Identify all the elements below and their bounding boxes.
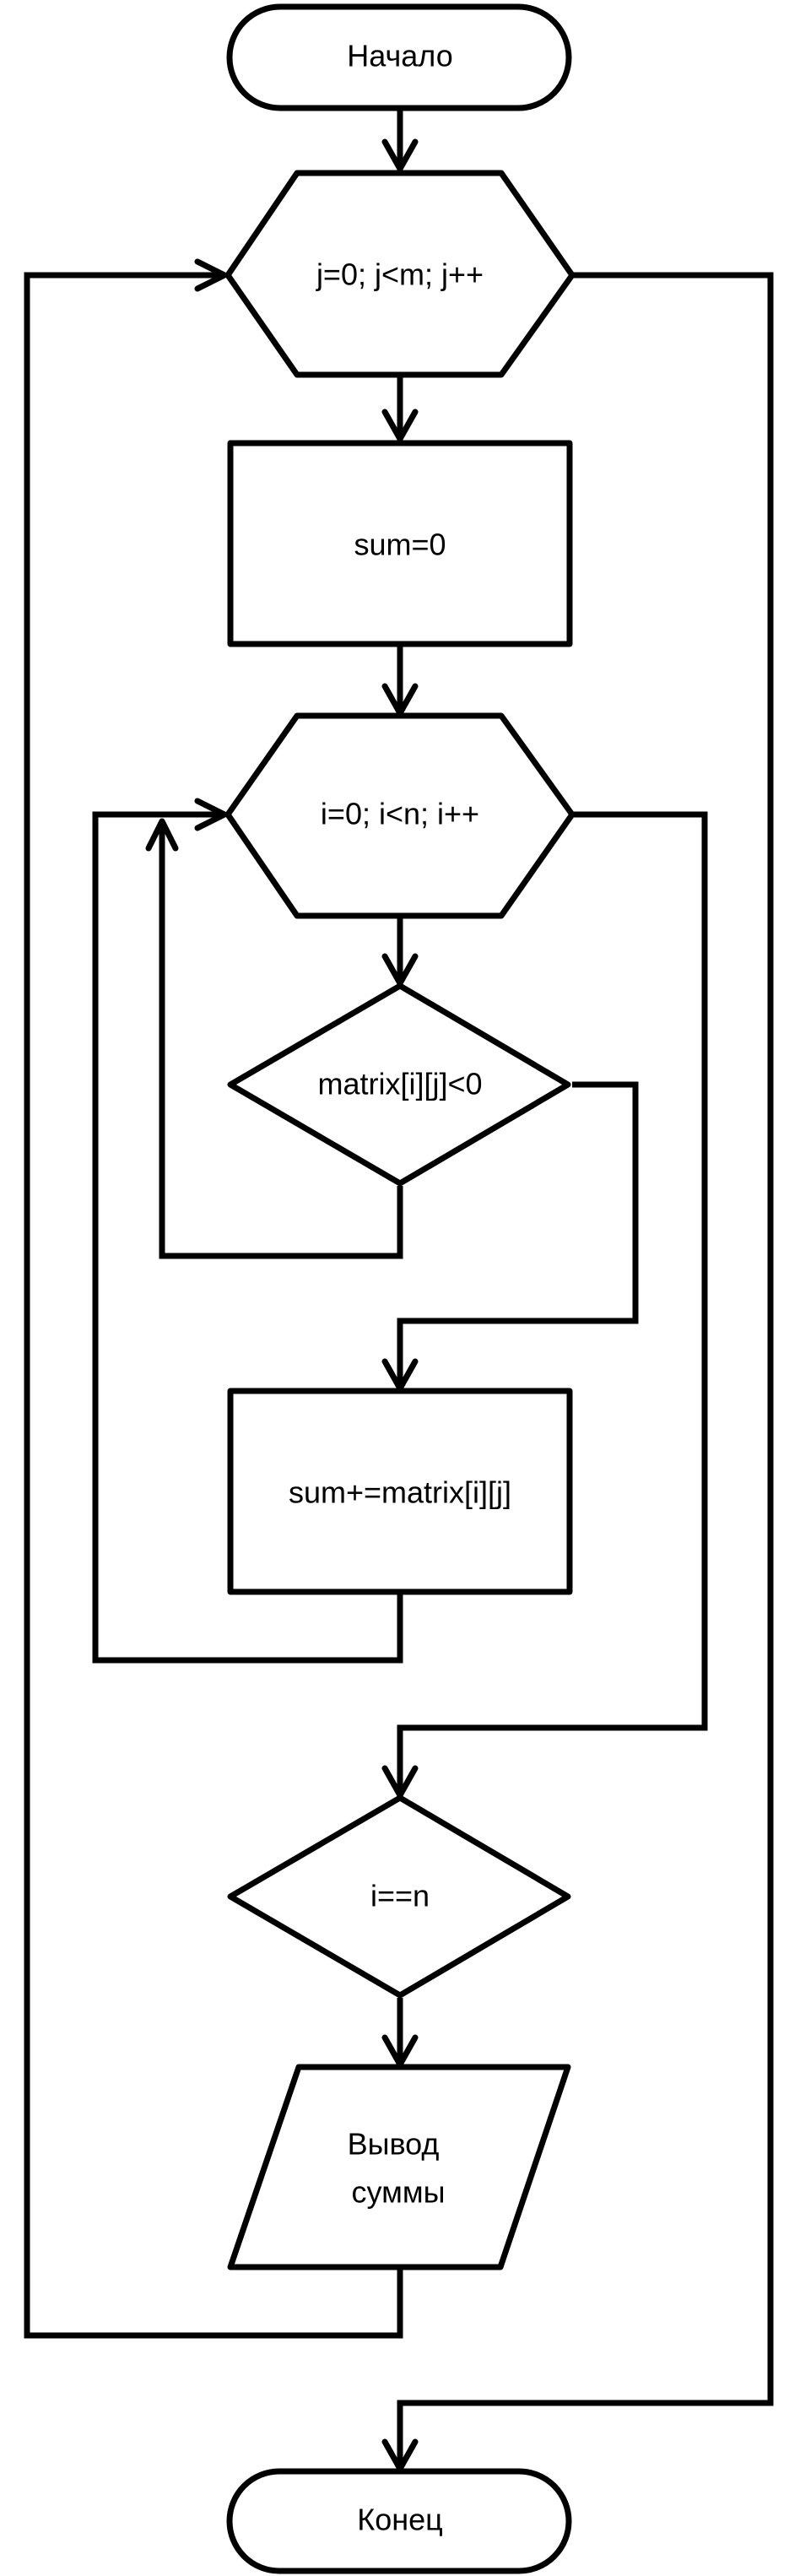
start-node: Начало [226, 3, 572, 111]
condition-negative-label: matrix[i][j]<0 [317, 1067, 482, 1101]
loop-i-node: i=0; i<n; i++ [224, 712, 576, 919]
start-label: Начало [347, 39, 452, 73]
edge-loop-i-exit-to-cond-end [397, 811, 708, 1795]
output-label-line1: Вывод [348, 2127, 440, 2162]
end-label: Конец [357, 2503, 443, 2537]
condition-negative-node: matrix[i][j]<0 [227, 982, 571, 1187]
connectors [24, 108, 774, 2469]
arrowhead-up [145, 818, 179, 852]
output-node: Вывод суммы [227, 2064, 571, 2270]
init-sum-label: sum=0 [354, 528, 446, 562]
loop-i-label: i=0; i<n; i++ [321, 797, 479, 831]
edge-accumulate-back-to-loop-i [92, 811, 403, 1664]
edge-output-back-to-loop-j [24, 272, 403, 2339]
output-label-line2: суммы [352, 2175, 446, 2210]
arrowhead-down [381, 138, 419, 172]
condition-end-node: i==n [227, 1794, 571, 1999]
loop-j-node: j=0; j<m; j++ [224, 170, 576, 378]
accumulate-label: sum+=matrix[i][j] [289, 1475, 511, 1510]
accumulate-node: sum+=matrix[i][j] [227, 1388, 573, 1595]
arrowhead-down [381, 409, 419, 442]
edge-condition-to-accumulate [397, 1081, 639, 1388]
init-sum-node: sum=0 [227, 440, 573, 647]
arrowhead-right [194, 258, 228, 292]
edge-loop-j-exit-to-end [397, 272, 774, 2469]
end-node: Конец [226, 2468, 572, 2574]
arrowhead-right [194, 798, 228, 831]
condition-end-label: i==n [370, 1879, 430, 1913]
edge-condition-back-to-loop-i [159, 823, 403, 1259]
loop-j-label: j=0; j<m; j++ [316, 257, 484, 292]
